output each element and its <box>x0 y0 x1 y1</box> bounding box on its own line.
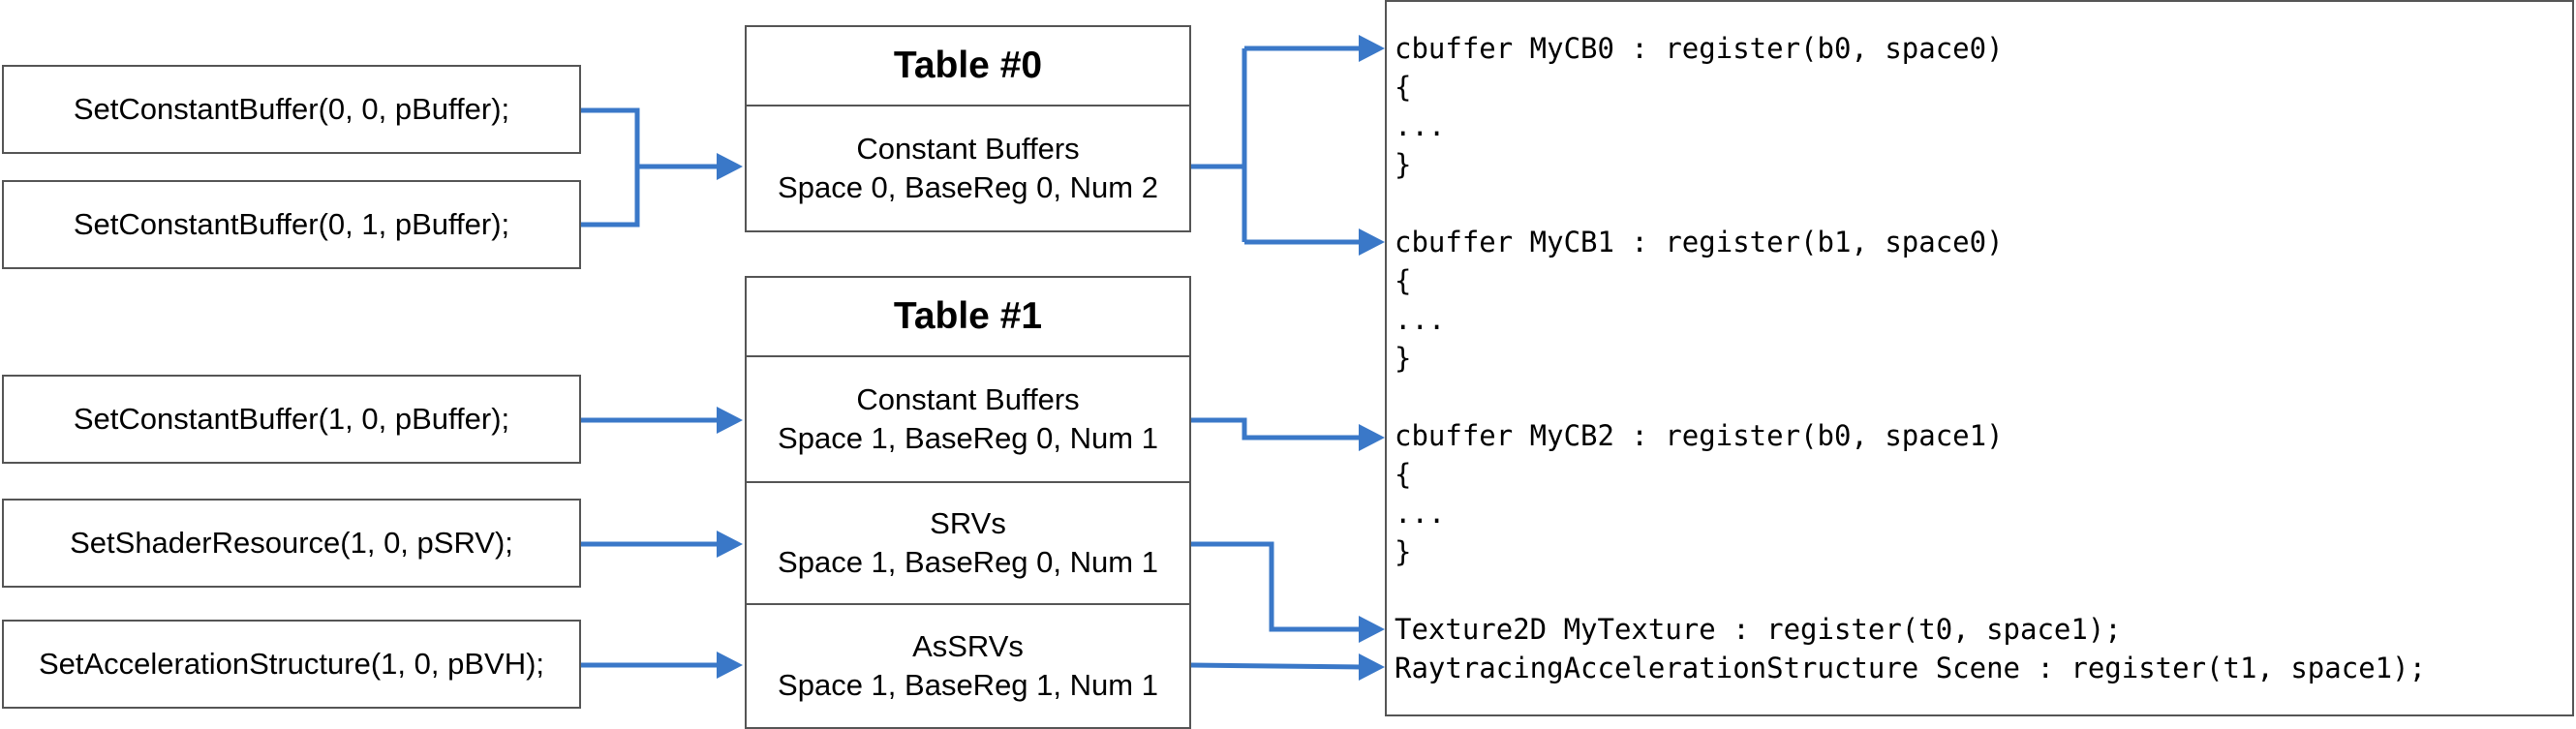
call-set-cb-1-0: SetConstantBuffer(1, 0, pBuffer); <box>2 375 581 464</box>
arrow-table1-assrv-to-scene <box>1190 662 1362 670</box>
arrow-cb01-to-table0 <box>581 167 640 228</box>
arrowhead <box>1359 424 1385 451</box>
call-label: SetAccelerationStructure(1, 0, pBVH); <box>38 647 545 681</box>
code-line: { <box>1395 71 1412 104</box>
range-desc: Space 1, BaseReg 0, Num 1 <box>778 421 1158 455</box>
arrow-cb00-to-table0 <box>581 107 640 167</box>
arrowhead <box>1359 35 1385 62</box>
table-range-cb: Constant Buffers Space 0, BaseReg 0, Num… <box>747 106 1189 230</box>
arrow-table1-cb-to-mycb2 <box>1191 417 1361 440</box>
arrowhead <box>1359 228 1385 256</box>
code-line: ... <box>1395 497 1446 530</box>
code-line: { <box>1395 264 1412 297</box>
range-type: AsSRVs <box>912 629 1024 663</box>
call-set-cb-0-1: SetConstantBuffer(0, 1, pBuffer); <box>2 180 581 269</box>
code-line: cbuffer MyCB2 : register(b0, space1) <box>1395 419 2004 452</box>
shader-code-panel: cbuffer MyCB0 : register(b0, space0) { .… <box>1385 0 2574 716</box>
call-label: SetConstantBuffer(0, 0, pBuffer); <box>73 92 510 126</box>
arrowhead <box>1359 616 1385 643</box>
arrowhead <box>717 407 743 434</box>
arrowhead <box>717 652 743 679</box>
table-title: Table #0 <box>747 27 1189 106</box>
call-set-acceleration-structure: SetAccelerationStructure(1, 0, pBVH); <box>2 620 581 709</box>
code-line: Texture2D MyTexture : register(t0, space… <box>1395 613 2122 646</box>
code-line: ... <box>1395 303 1446 336</box>
range-type: Constant Buffers <box>856 382 1080 416</box>
range-desc: Space 0, BaseReg 0, Num 2 <box>778 170 1158 204</box>
table-range-srv: SRVs Space 1, BaseReg 0, Num 1 <box>747 481 1189 603</box>
code-line: { <box>1395 458 1412 491</box>
arrowhead <box>717 153 743 180</box>
range-type: SRVs <box>930 506 1006 540</box>
code-line: } <box>1395 148 1412 181</box>
call-set-shader-resource: SetShaderResource(1, 0, pSRV); <box>2 499 581 588</box>
code-line: RaytracingAccelerationStructure Scene : … <box>1395 652 2427 684</box>
table-range-cb: Constant Buffers Space 1, BaseReg 0, Num… <box>747 357 1189 481</box>
range-type: Constant Buffers <box>856 132 1080 166</box>
arrowhead <box>1359 653 1385 681</box>
range-desc: Space 1, BaseReg 1, Num 1 <box>778 668 1158 702</box>
call-set-cb-0-0: SetConstantBuffer(0, 0, pBuffer); <box>2 65 581 154</box>
call-label: SetShaderResource(1, 0, pSRV); <box>70 526 513 560</box>
code-line: ... <box>1395 109 1446 142</box>
table-range-as-srv: AsSRVs Space 1, BaseReg 1, Num 1 <box>747 603 1189 727</box>
arrow-table0-branch <box>1191 48 1247 242</box>
code-line: cbuffer MyCB0 : register(b0, space0) <box>1395 32 2004 65</box>
range-desc: Space 1, BaseReg 0, Num 1 <box>778 545 1158 579</box>
code-line: } <box>1395 342 1412 375</box>
call-label: SetConstantBuffer(1, 0, pBuffer); <box>73 402 510 436</box>
arrow-table1-srv-to-texture <box>1191 541 1361 632</box>
code-line: } <box>1395 535 1412 568</box>
arrowhead <box>717 531 743 558</box>
descriptor-table-0: Table #0 Constant Buffers Space 0, BaseR… <box>745 25 1191 232</box>
code-line: cbuffer MyCB1 : register(b1, space0) <box>1395 226 2004 258</box>
descriptor-table-1: Table #1 Constant Buffers Space 1, BaseR… <box>745 276 1191 729</box>
table-title: Table #1 <box>747 278 1189 357</box>
call-label: SetConstantBuffer(0, 1, pBuffer); <box>73 207 510 241</box>
